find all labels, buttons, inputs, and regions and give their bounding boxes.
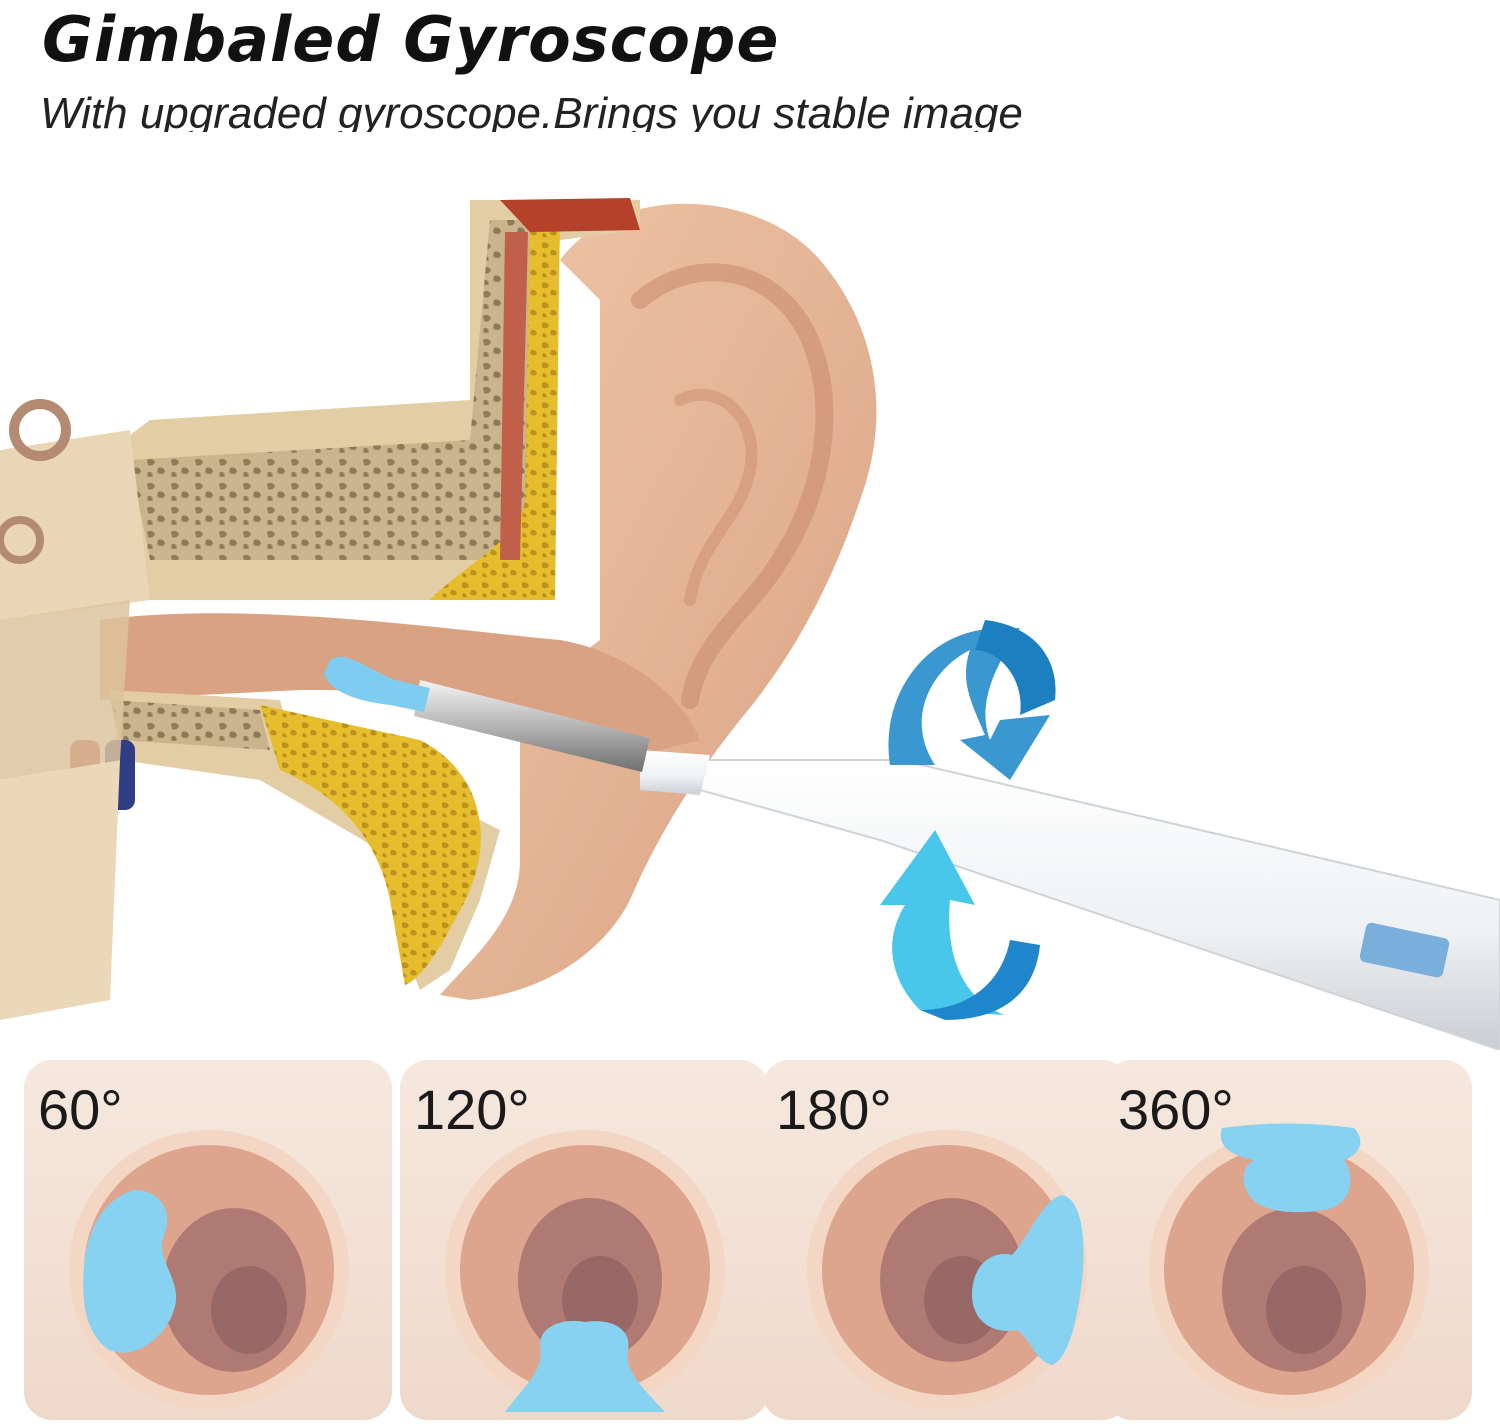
- page-title: Gimbaled Gyroscope: [42, 3, 780, 76]
- ear-canal-view: [69, 1130, 349, 1410]
- ear-canal-view: [445, 1130, 725, 1412]
- ear-canal-view: [1149, 1123, 1429, 1410]
- rotate-arrows-icon: [880, 620, 1056, 1020]
- angle-label: 180°: [776, 1078, 892, 1141]
- panel-180: 180°: [762, 1060, 1130, 1420]
- earpick-tip: [324, 656, 430, 712]
- ear-illustration: [0, 198, 1500, 1050]
- ear-canal-lower-wall: [110, 690, 500, 990]
- angle-label: 360°: [1118, 1078, 1234, 1141]
- earpick-tip: [83, 1190, 177, 1353]
- ear-canal-view: [807, 1130, 1087, 1410]
- pinna: [440, 203, 877, 1001]
- otoscope: [324, 656, 1500, 1050]
- earpick-tip: [1220, 1123, 1361, 1213]
- earpick-tip: [972, 1195, 1084, 1365]
- power-button: [1359, 922, 1450, 978]
- angle-label: 60°: [38, 1078, 123, 1141]
- angle-panels: 60° 120° 180° 360°: [0, 1060, 1500, 1426]
- page-subtitle: With upgraded gyroscope.Brings you stabl…: [40, 89, 1023, 132]
- panel-60: 60°: [24, 1060, 392, 1420]
- ear-canal-upper-wall: [110, 198, 640, 600]
- panel-360: 360°: [1104, 1060, 1472, 1420]
- inner-ear: [0, 399, 150, 1020]
- angle-label: 120°: [414, 1078, 530, 1141]
- panel-120: 120°: [400, 1060, 768, 1420]
- earpick-tip: [505, 1320, 665, 1412]
